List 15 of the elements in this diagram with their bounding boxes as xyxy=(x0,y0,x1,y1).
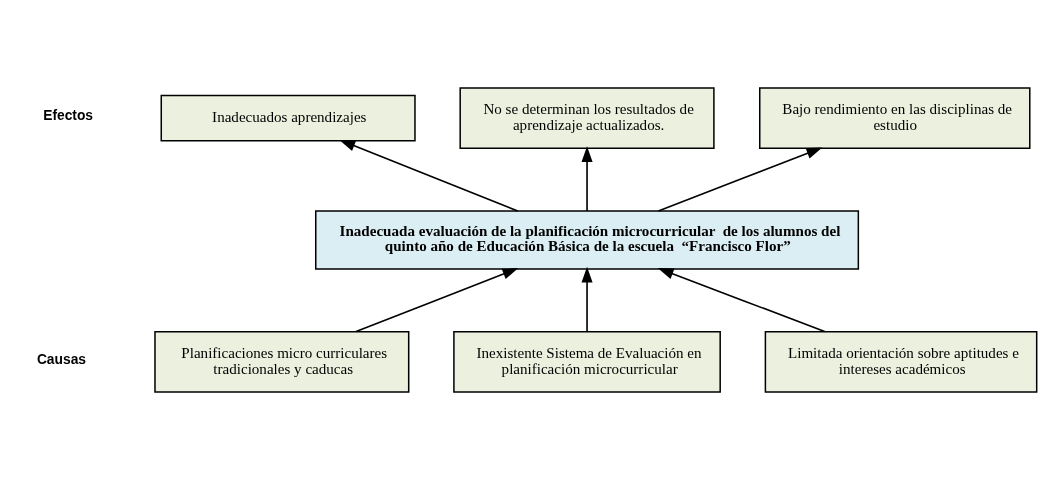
node-box: Limitada orientación sobre aptitudes e intereses académicos xyxy=(764,330,1038,393)
arrow xyxy=(355,268,519,333)
arrow xyxy=(581,146,593,212)
node-box: Inadecuada evaluación de la planificación microcurricular de los alumnos del quinto año de Educación Básica de la escuela “Francisco Flor” xyxy=(315,210,860,270)
node-box: Inexistente Sistema de Evaluación en planificación microcurricular xyxy=(453,330,721,393)
node-box: No se determinan los resultados de aprendizaje actualizados. xyxy=(459,87,715,150)
arrow xyxy=(339,139,519,212)
node-box: Bajo rendimiento en las disciplinas de estudio xyxy=(759,87,1031,150)
label: Causas xyxy=(36,351,87,368)
node-box: Planificaciones micro curriculares tradicionales y caducas xyxy=(154,330,410,393)
label: Efectos xyxy=(43,107,94,124)
node-box: Inadecuados aprendizajes xyxy=(160,94,416,142)
arrow xyxy=(657,268,826,333)
arrow xyxy=(657,147,823,212)
arrow xyxy=(581,266,593,332)
